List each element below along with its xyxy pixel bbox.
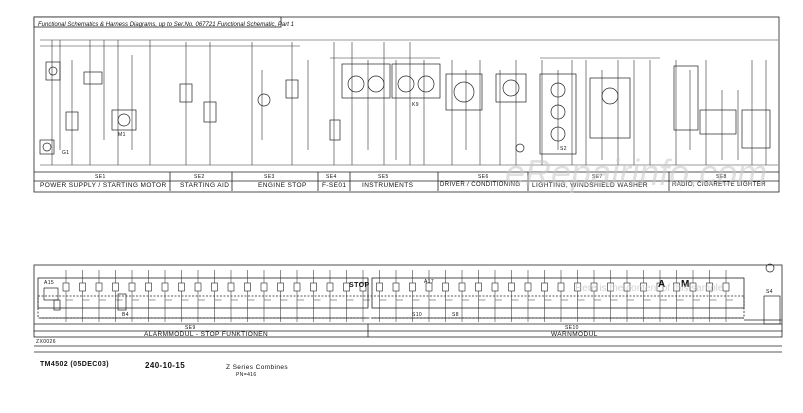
section-code-se9: SE9 — [185, 325, 196, 331]
section-name-se10: WARNMODUL — [551, 331, 598, 338]
alarm-a-label: A — [658, 279, 666, 290]
section-code-se7: SE7 — [592, 174, 603, 180]
section-name-se9: ALARMMODUL - STOP FUNKTIONEN — [144, 331, 269, 338]
section-name-se5: INSTRUMENTS — [362, 182, 414, 189]
component-k9: K9 — [412, 102, 419, 108]
component-a17: A17 — [424, 279, 435, 285]
section-name-se4: F-SE01 — [322, 182, 347, 189]
component-s2: S2 — [560, 146, 567, 152]
section-name-se3: ENGINE STOP — [258, 182, 307, 189]
footer-left-mark: ZX0026 — [36, 339, 56, 345]
section-code-se4: SE4 — [326, 174, 337, 180]
section-name-se8: RADIO, CIGARETTE LIGHTER — [672, 182, 766, 188]
component-a15: A15 — [44, 280, 55, 286]
section-name-se6: DRIVER / CONDITIONING — [440, 182, 521, 188]
alarm-m-label: M — [681, 279, 690, 290]
section-name-se7: LIGHTING, WINDSHIELD WASHER — [532, 182, 649, 189]
section-code-se8: SE8 — [716, 174, 727, 180]
section-code-se10: SE10 — [565, 325, 579, 331]
section-code-se3: SE3 — [264, 174, 275, 180]
section-code-se2: SE2 — [194, 174, 205, 180]
section-name-se1: POWER SUPPLY / STARTING MOTOR — [40, 182, 167, 189]
component-g1: G1 — [62, 150, 70, 156]
footer-small-code: PN=416 — [236, 372, 257, 378]
section-name-se2: STARTING AID — [180, 182, 230, 189]
footer-doc-code: TM4502 (05DEC03) — [40, 361, 110, 368]
stop-indicator-label: STOP — [349, 282, 370, 289]
section-code-se5: SE5 — [378, 174, 389, 180]
schematic-title: Functional Schematics & Harness Diagrams… — [38, 22, 294, 28]
component-s4: S4 — [766, 289, 773, 295]
section-code-se6: SE6 — [478, 174, 489, 180]
footer-series: Z Series Combines — [226, 364, 289, 371]
component-s8: S8 — [452, 312, 459, 318]
component-b4: B4 — [122, 312, 129, 318]
section-code-se1: SE1 — [95, 174, 106, 180]
footer-page-number: 240-10-15 — [145, 361, 186, 370]
component-s10: S10 — [412, 312, 423, 318]
component-m1: M1 — [118, 132, 126, 138]
